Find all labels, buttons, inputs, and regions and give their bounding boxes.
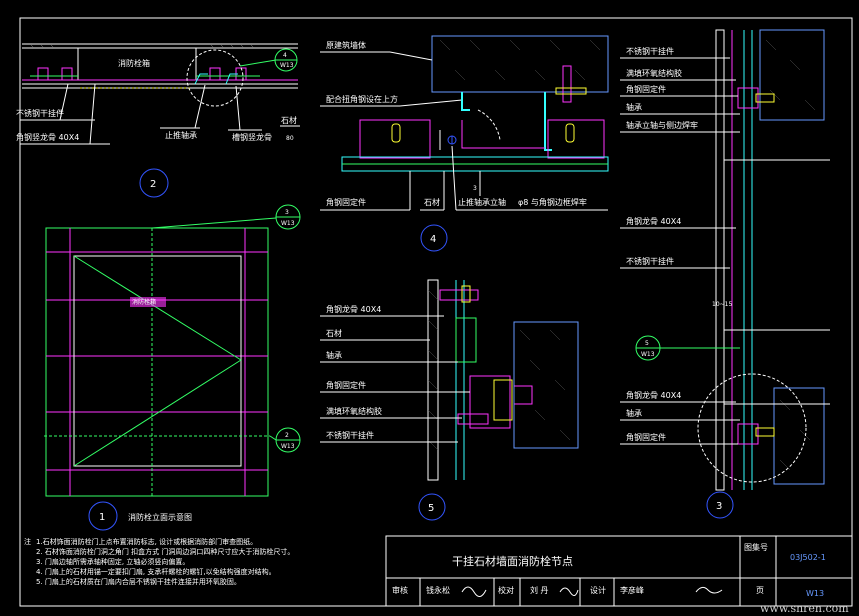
detail2-stop-pin: 止推轴承	[165, 130, 197, 140]
detail5-angle-keel: 角钢龙骨 40X4	[326, 304, 381, 314]
page-label: 页	[756, 586, 764, 595]
detail1-callout-a-num: 3	[285, 209, 289, 216]
detail1-title: 消防栓立面示意图	[128, 512, 192, 522]
row-label-reviewer: 审核	[392, 585, 408, 595]
title-block: 干挂石材墙面消防栓节点 图集号 03J502-1 审核 钱永松 校对 刘 丹 设…	[385, 535, 853, 607]
detail-1: 消防栓箱 3 W13 2 W13 1 消防栓立面示意图	[44, 204, 301, 531]
detail3-angle-keel-mid: 角钢龙骨 40X4	[626, 216, 681, 226]
note-line-4: 4. 门扇上的石材用锚一定要扣门扇, 支承杆螺栓的螺钉,以免结构强度对结构。	[36, 567, 276, 576]
detail3-number: 3	[716, 501, 722, 512]
detail5-angle-fix: 角钢固定件	[326, 380, 366, 390]
notes-heading: 注	[24, 537, 31, 546]
note-line-1: 1.石材饰面消防栓门上点布置消防标志, 设计或根据消防部门审查图纸。	[36, 537, 257, 546]
detail3-weld: 轴承立轴与侧边焊牢	[626, 120, 698, 130]
detail3-callout-num: 5	[645, 340, 649, 347]
detail2-dim: 80	[286, 135, 294, 142]
row-checker-name: 刘 丹	[530, 585, 549, 595]
detail-4: 原建筑墙体 配合扭角钢设在上方 3 角钢固定件 石材 止推轴承立轴 φ8	[320, 35, 609, 252]
row-reviewer-name: 钱永松	[426, 585, 450, 595]
detail3-callout-sheet: W13	[641, 351, 655, 358]
detail-5: 角钢龙骨 40X4 石材 轴承 角钢固定件 满填环氧结构胶 不锈钢干挂件 5	[320, 279, 579, 521]
row-designer-name: 李彦峰	[620, 585, 644, 595]
hydrant-box-label: 消防栓箱	[118, 58, 150, 68]
detail1-number: 1	[99, 512, 105, 523]
detail-2: 消防栓箱 4 W13 不锈钢干挂件 角钢竖龙骨 40X4 止推轴承	[16, 43, 300, 198]
detail2-stainless-hook: 不锈钢干挂件	[16, 108, 64, 118]
detail3-angle-fix-low: 角钢固定件	[626, 432, 666, 442]
detail4-wall: 原建筑墙体	[326, 40, 366, 50]
watermark: www.snren.com	[760, 602, 849, 615]
detail3-pin-low: 轴承	[626, 408, 642, 418]
detail2-number: 2	[150, 179, 156, 190]
detail3-pin-top: 轴承	[626, 102, 642, 112]
signature-scribble	[461, 586, 487, 597]
detail3-hook-top: 不锈钢干挂件	[626, 46, 674, 56]
note-line-5: 5. 门扇上的石材质在门扇内合层不锈钢干挂件连接并用环氧胶固。	[36, 577, 241, 586]
atlas-label: 图集号	[744, 542, 768, 552]
detail1-callout-b-num: 2	[285, 432, 289, 439]
row-label-checker: 校对	[498, 585, 514, 595]
row-label-designer: 设计	[590, 585, 606, 595]
detail2-stone: 石材	[281, 115, 297, 125]
atlas-number: 03J502-1	[790, 553, 826, 562]
detail2-callout-sheet: W13	[280, 62, 294, 69]
detail4-plate-note: 配合扭角钢设在上方	[326, 94, 398, 104]
note-line-3: 3. 门扇边轴所需承轴种固定, 立轴必须竖向偏置。	[36, 557, 189, 566]
note-line-2: 2. 石材饰面消防栓门洞之角门 扣盒方式 门洞周边洞口四种尺寸应大于消防栓尺寸。	[36, 547, 294, 556]
detail5-hook: 不锈钢干挂件	[326, 430, 374, 440]
detail4-weld-note: φ8 与角钢边框焊牢	[518, 197, 587, 207]
detail-3: 不锈钢干挂件 满填环氧结构胶 角钢固定件 轴承 轴承立轴与侧边焊牢 角钢龙骨 4…	[620, 29, 830, 519]
detail4-angle-fix: 角钢固定件	[326, 197, 366, 207]
detail3-angle-keel-low: 角钢龙骨 40X4	[626, 390, 681, 400]
detail1-box-label: 消防栓箱	[132, 298, 156, 306]
detail5-pin: 轴承	[326, 350, 342, 360]
detail4-number: 4	[430, 234, 436, 245]
detail4-stone: 石材	[424, 197, 440, 207]
detail3-dim: 10~15	[712, 301, 732, 308]
notes-block: 注 1.石材饰面消防栓门上点布置消防标志, 设计或根据消防部门审查图纸。 2. …	[24, 537, 294, 586]
detail3-epoxy: 满填环氧结构胶	[626, 68, 682, 78]
detail4-dim: 3	[473, 185, 477, 192]
detail5-stone: 石材	[326, 328, 342, 338]
detail3-hook-mid: 不锈钢干挂件	[626, 256, 674, 266]
detail2-angle-keel: 角钢竖龙骨 40X4	[16, 132, 79, 142]
detail3-angle-fix-top: 角钢固定件	[626, 84, 666, 94]
detail4-stop-pin: 止推轴承立轴	[458, 197, 506, 207]
detail5-number: 5	[428, 503, 434, 514]
detail1-callout-b-sheet: W13	[281, 443, 295, 450]
page-number: W13	[806, 589, 824, 598]
detail2-channel-keel: 槽钢竖龙骨	[232, 132, 272, 142]
detail1-callout-a-sheet: W13	[281, 220, 295, 227]
detail5-epoxy: 满填环氧结构胶	[326, 406, 382, 416]
title-block-title: 干挂石材墙面消防栓节点	[452, 554, 573, 568]
detail2-callout-num: 4	[283, 52, 287, 59]
